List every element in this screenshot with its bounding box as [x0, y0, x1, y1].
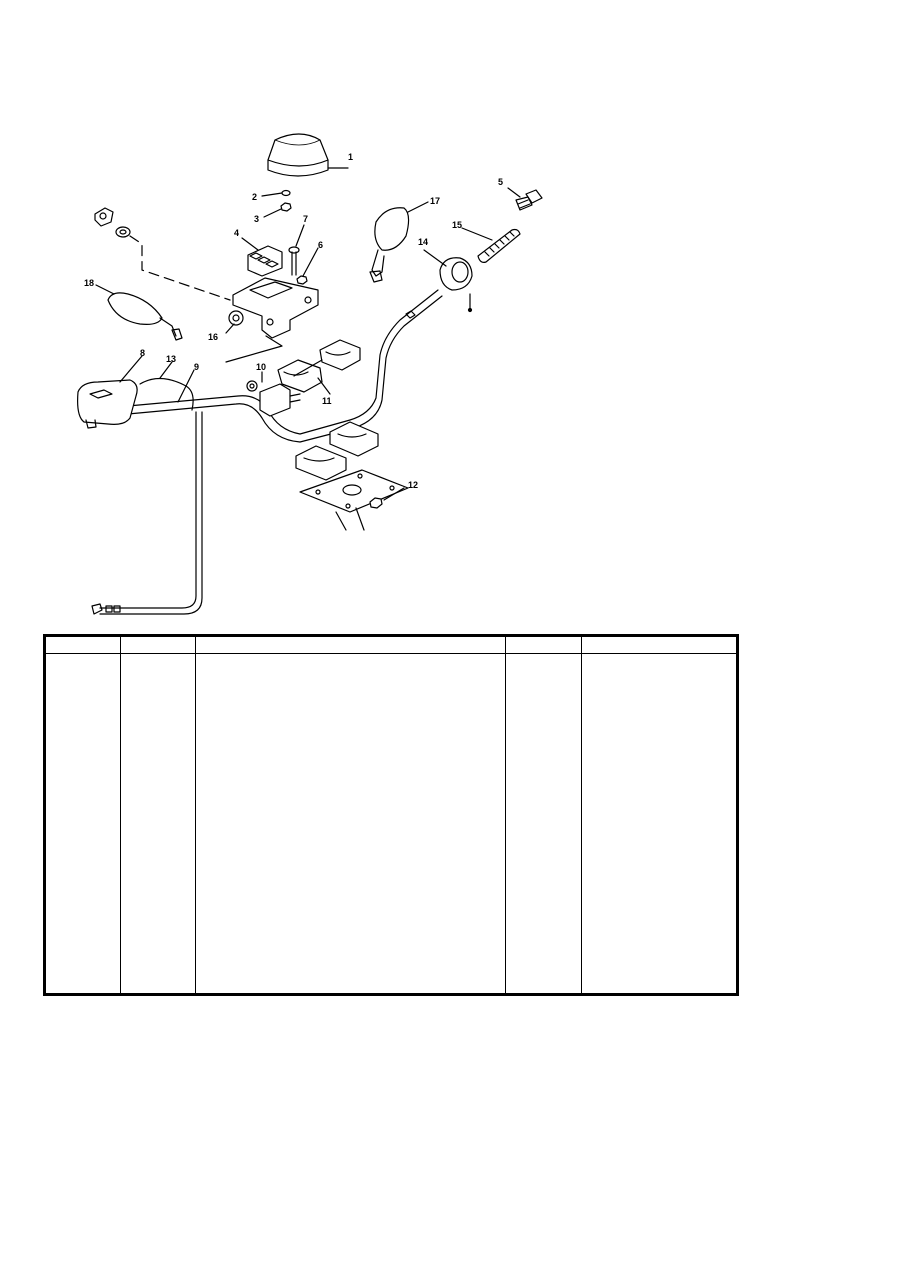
part-14-throttle-housing: [423, 249, 473, 313]
header-cell-1: [46, 639, 120, 651]
part-1-cover: [267, 133, 349, 177]
part-10-switch: [246, 371, 301, 417]
header-cell-2: [121, 639, 195, 651]
part-5-bolt: [507, 187, 543, 211]
column-divider: [505, 637, 506, 993]
callout-8: 8: [140, 348, 145, 358]
part-3-nut: [263, 202, 292, 218]
part-4-switch: [241, 237, 283, 277]
callout-11: 11: [322, 396, 332, 406]
parts-table: [43, 634, 739, 996]
callout-7: 7: [303, 214, 308, 224]
header-cell-3: [196, 639, 505, 651]
part-16-bracket: [225, 277, 319, 339]
callout-16: 16: [208, 332, 218, 342]
handlebar-exploded-diagram: 1 2 3 4 5 6 7 8 9 10 11 12 13 14 15 16 1…: [77, 133, 543, 615]
part-15-grip: [461, 227, 521, 263]
part-6-nut: [296, 247, 319, 285]
callout-1: 1: [348, 152, 353, 162]
part-17-mirror-right: [369, 201, 429, 283]
bar-end-weight: [94, 207, 231, 301]
part-11-clamp: [225, 335, 361, 395]
header-cell-4: [506, 639, 581, 651]
callout-5: 5: [498, 177, 503, 187]
part-2-washer: [261, 189, 291, 197]
part-8-switch-housing: [77, 355, 143, 429]
callout-17: 17: [430, 196, 440, 206]
part-18-mirror-left: [95, 284, 183, 341]
part-7-screw: [288, 224, 305, 276]
callout-6: 6: [318, 240, 323, 250]
part-9-cable: [91, 369, 203, 615]
base-plate: [299, 469, 409, 531]
callout-14: 14: [418, 237, 428, 247]
callout-2: 2: [252, 192, 257, 202]
callout-9: 9: [194, 362, 199, 372]
callout-10: 10: [256, 362, 266, 372]
callout-15: 15: [452, 220, 462, 230]
callout-3: 3: [254, 214, 259, 224]
table-header-divider: [46, 653, 736, 654]
callout-18: 18: [84, 278, 94, 288]
column-divider: [120, 637, 121, 993]
lower-clamps: [295, 421, 379, 481]
callout-4: 4: [234, 228, 239, 238]
callout-13: 13: [166, 354, 176, 364]
callout-12: 12: [408, 480, 418, 490]
column-divider: [195, 637, 196, 993]
column-divider: [581, 637, 582, 993]
part-12-nut: [369, 487, 405, 509]
header-cell-5: [582, 639, 736, 651]
